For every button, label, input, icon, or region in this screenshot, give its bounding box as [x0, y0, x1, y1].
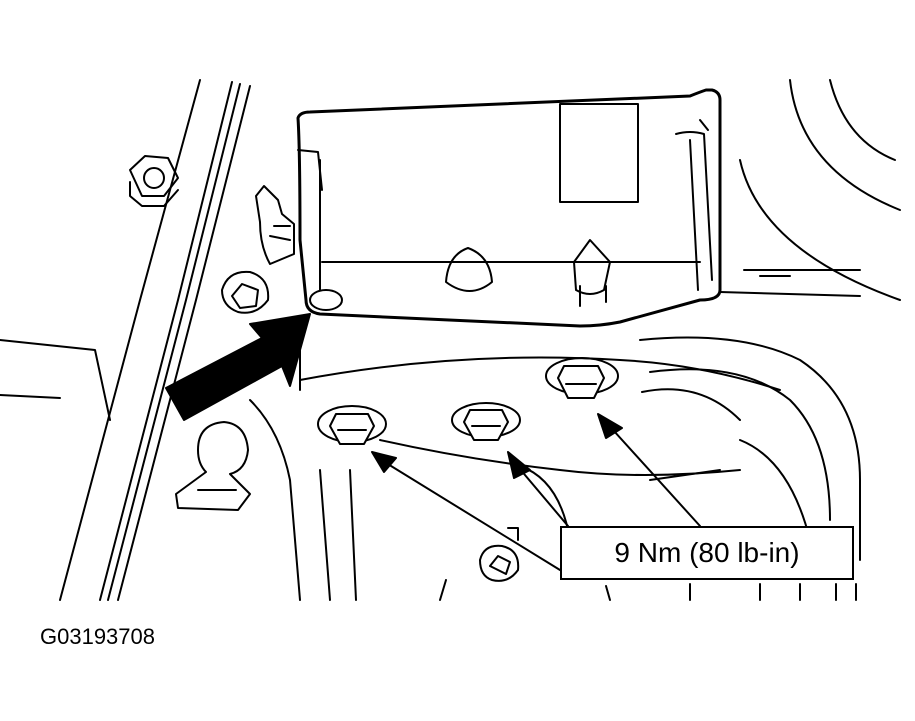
clip-bracket: [255, 185, 295, 265]
bottom-edge-ticks: [439, 579, 857, 601]
torque-spec-label: 9 Nm (80 lb-in): [614, 537, 800, 568]
mount-post: [175, 421, 251, 511]
flange-nut-2: [451, 402, 521, 441]
hex-nut-upper-left: [129, 155, 179, 207]
torque-spec-callout: 9 Nm (80 lb-in): [560, 526, 854, 580]
small-fitting-lower: [479, 527, 520, 582]
flange-nut-1: [317, 405, 387, 445]
figure-id: G03193708: [40, 624, 155, 649]
bolt-left: [221, 270, 270, 314]
flange-nut-3: [545, 357, 619, 399]
cover-panel: [296, 88, 861, 328]
left-rails: [0, 79, 251, 601]
leader-lines: [371, 413, 701, 571]
pointer-arrow-icon: [165, 289, 343, 421]
right-contours: [299, 79, 901, 561]
